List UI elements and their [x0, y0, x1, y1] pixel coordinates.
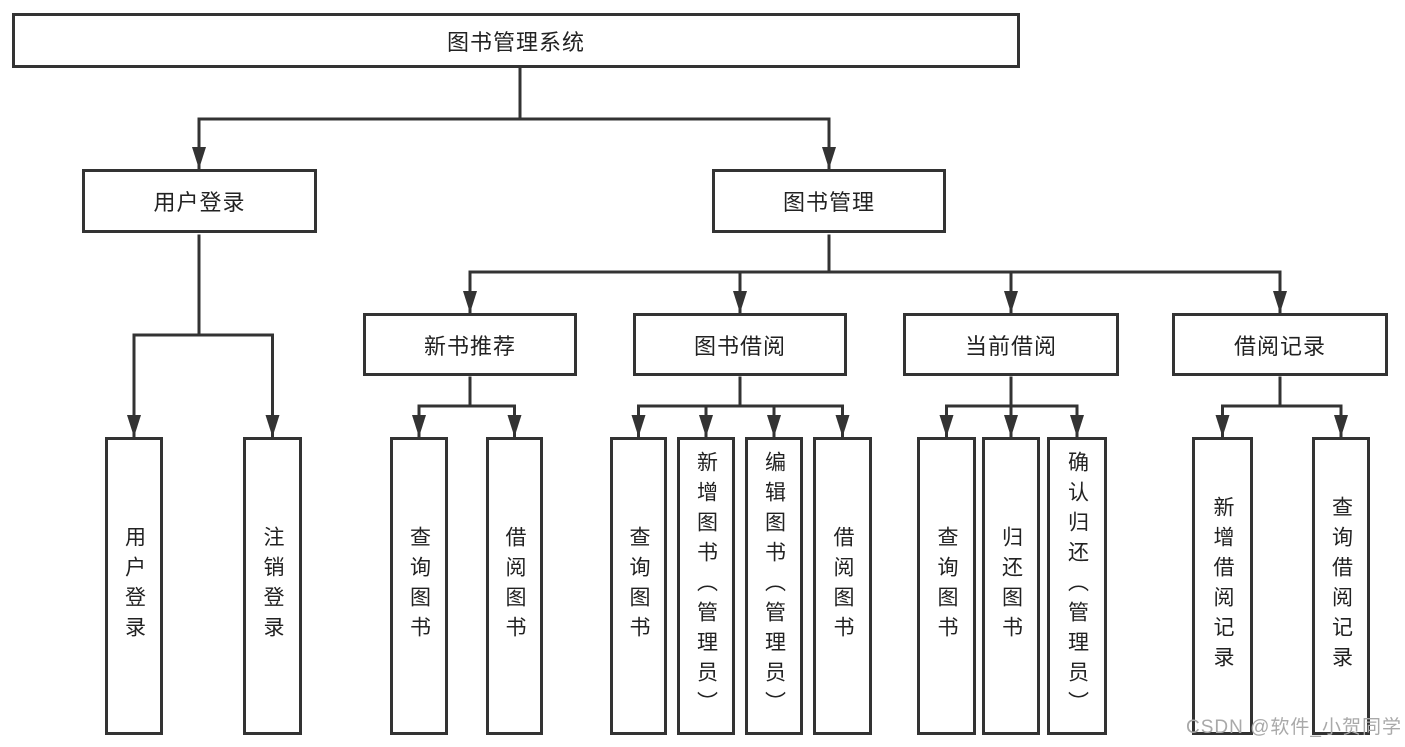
node-root: 图书管理系统	[12, 13, 1020, 68]
node-logout: 注销登录	[243, 437, 302, 735]
node-cb-query-book: 查询图书	[917, 437, 976, 735]
node-cb-return-book: 归还图书	[982, 437, 1040, 735]
node-login: 用户登录	[105, 437, 163, 735]
node-br-add-record: 新增借阅记录	[1192, 437, 1253, 735]
node-book-borrow: 图书借阅	[633, 313, 847, 376]
node-nbr-query-book: 查询图书	[390, 437, 448, 735]
node-cb-confirm-return: 确认归还（管理员）	[1047, 437, 1107, 735]
node-new-book-recommend: 新书推荐	[363, 313, 577, 376]
node-user-login: 用户登录	[82, 169, 317, 233]
connector-group	[127, 66, 1348, 438]
node-bb-add-book: 新增图书（管理员）	[677, 437, 735, 735]
node-current-borrow: 当前借阅	[903, 313, 1119, 376]
node-bb-edit-book: 编辑图书（管理员）	[745, 437, 803, 735]
node-book-management: 图书管理	[712, 169, 946, 233]
node-borrow-records: 借阅记录	[1172, 313, 1388, 376]
node-br-query-record: 查询借阅记录	[1312, 437, 1370, 735]
node-nbr-borrow-book: 借阅图书	[486, 437, 543, 735]
watermark: CSDN @软件_小贺同学	[1186, 717, 1402, 738]
node-bb-query-book: 查询图书	[610, 437, 667, 735]
node-bb-borrow-book: 借阅图书	[813, 437, 872, 735]
